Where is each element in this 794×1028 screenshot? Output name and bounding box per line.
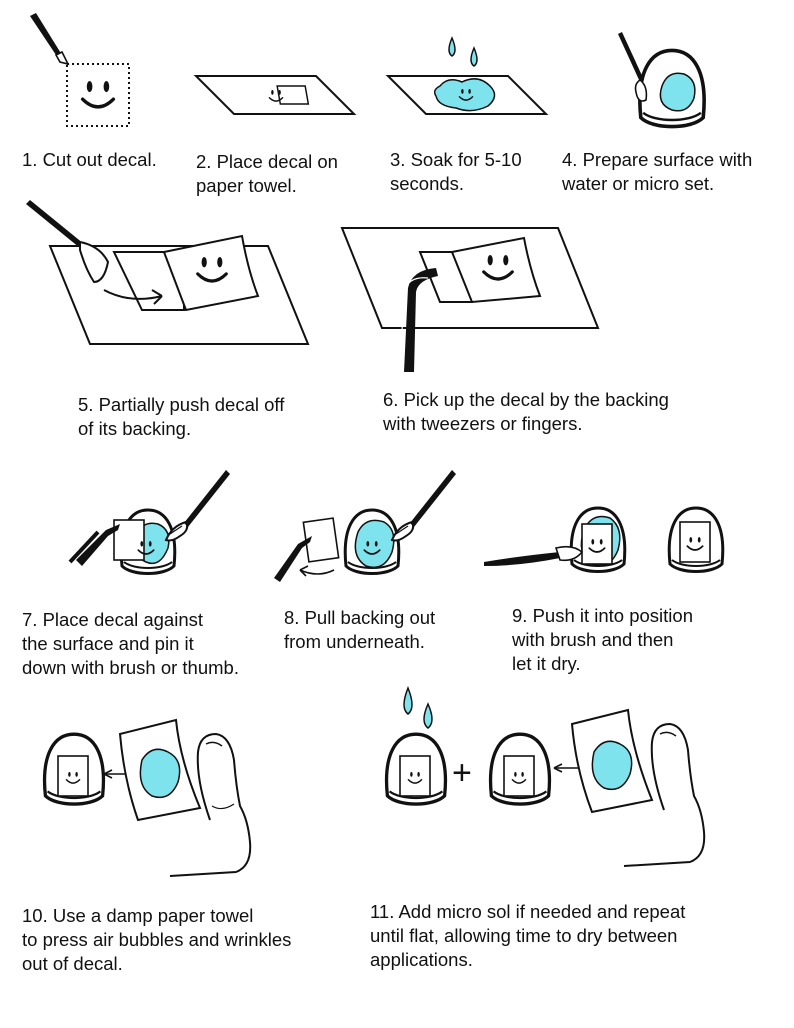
step-1-illustration: [30, 13, 130, 127]
step-10-caption: 10. Use a damp paper towel to press air …: [22, 905, 292, 974]
step-2-caption: 2. Place decal on paper towel.: [196, 151, 338, 196]
step-9-illustration: [484, 506, 725, 573]
step-3-caption: 3. Soak for 5-10 seconds.: [390, 149, 522, 194]
step-2-illustration: [193, 75, 357, 115]
step-11-caption: 11. Add micro sol if needed and repeat u…: [370, 901, 686, 970]
step-3-illustration: [385, 36, 549, 115]
plus-sign: +: [452, 754, 472, 792]
step-9-caption: 9. Push it into position with brush and …: [512, 605, 693, 674]
step-4-illustration: [618, 32, 706, 129]
step-11-illustration: [384, 685, 706, 867]
step-8-illustration: [274, 469, 457, 582]
step-7-illustration: [68, 469, 231, 575]
step-4-caption: 4. Prepare surface with water or micro s…: [562, 149, 753, 194]
step-7-caption: 7. Place decal against the surface and p…: [22, 609, 239, 678]
step-6-illustration: [340, 227, 600, 375]
step-5-illustration: [26, 200, 310, 345]
step-1-caption: 1. Cut out decal.: [22, 149, 157, 170]
step-5-caption: 5. Partially push decal off of its backi…: [78, 394, 285, 439]
step-8-caption: 8. Pull backing out from underneath.: [284, 607, 436, 652]
step-10-illustration: [42, 718, 252, 877]
step-6-caption: 6. Pick up the decal by the backing with…: [383, 389, 669, 434]
